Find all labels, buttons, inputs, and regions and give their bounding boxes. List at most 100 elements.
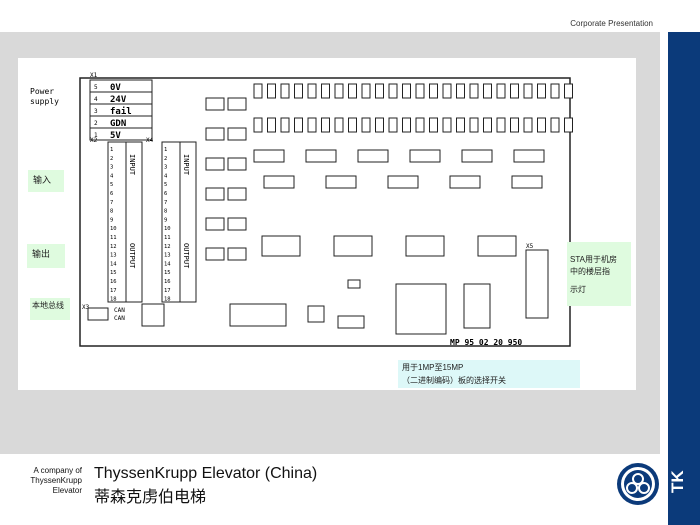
sta-annotation: STA用于机房 中的楼层指 示灯 (567, 242, 631, 306)
transistor-block (227, 97, 247, 111)
small-relay (523, 117, 533, 133)
power-pin-label: fail (110, 106, 132, 117)
small-relay (510, 117, 519, 133)
brand-sidebar (668, 32, 700, 525)
x5-connector (525, 249, 549, 319)
x2-pin-number: 1 (110, 147, 113, 153)
oscillator (307, 305, 325, 323)
ic-chip (461, 149, 493, 163)
small-relay (456, 83, 465, 99)
can-label-2: CAN (114, 315, 125, 322)
small-relay (469, 83, 479, 99)
small-relay (537, 117, 546, 133)
power-pin-number: 4 (94, 96, 98, 103)
small-relay (429, 117, 438, 133)
mp-annotation-line-2: （二进制编码）板的选择开关 (402, 376, 506, 385)
x4-pin-number: 17 (164, 288, 171, 294)
small-relay (388, 83, 398, 99)
small-relay (334, 117, 344, 133)
ic-chip (325, 175, 357, 189)
transistor-block (227, 187, 247, 201)
thyssenkrupp-logo-icon (617, 463, 659, 505)
x4-pin-number: 3 (164, 165, 167, 171)
small-relay (307, 83, 317, 99)
small-relay (402, 83, 411, 99)
small-relay (253, 117, 263, 133)
x2-pin-number: 18 (110, 297, 117, 303)
small-relay (307, 117, 317, 133)
x4-pin-number: 13 (164, 253, 171, 259)
power-supply-label-1: Power (30, 87, 54, 96)
mp-switch-annotation: 用于1MP至15MP （二进制编码）板的选择开关 (398, 360, 580, 388)
corporate-presentation-label: Corporate Presentation (570, 19, 653, 28)
power-pin-label: 5V (110, 131, 121, 141)
x4-pin-number: 4 (164, 173, 168, 179)
input-text-left: INPUT (128, 154, 136, 176)
small-relay (429, 83, 438, 99)
x1-label: X1 (90, 72, 98, 79)
ic-chip (511, 175, 543, 189)
x2-pin-number: 14 (110, 261, 117, 267)
transistor-block (205, 157, 225, 171)
ic-chip (513, 149, 545, 163)
small-relay (483, 117, 492, 133)
small-relay (496, 83, 506, 99)
small-relay (280, 117, 290, 133)
ic-chip (449, 175, 481, 189)
x4-pin-number: 16 (164, 279, 171, 285)
board-components (141, 83, 573, 335)
ic-chip-large (333, 235, 373, 257)
x2-pin-number: 8 (110, 209, 113, 215)
power-pin-number: 3 (94, 108, 98, 115)
crystal (141, 303, 165, 327)
x4-pin-number: 7 (164, 200, 167, 206)
ic-chip (253, 149, 285, 163)
x4-label: X4 (146, 137, 154, 144)
can-label-1: CAN (114, 307, 125, 314)
board-outline (79, 77, 571, 347)
input-output-strip-left (125, 141, 143, 303)
small-relay (564, 117, 573, 133)
input-output-strip-right (179, 141, 197, 303)
x4-pin-number: 1 (164, 147, 167, 153)
ic-chip (387, 175, 419, 189)
x2-pin-number: 7 (110, 200, 113, 206)
transistor-block (205, 217, 225, 231)
power-supply-label-2: supply (30, 97, 59, 106)
small-relay (523, 83, 533, 99)
ic-chip (263, 175, 295, 189)
small-relay (334, 83, 344, 99)
small-relay (537, 83, 546, 99)
small-relay (469, 117, 479, 133)
small-relay (267, 83, 276, 99)
small-relay (402, 117, 411, 133)
brand-tk-text: TK (668, 470, 687, 494)
power-pin-box (89, 127, 153, 141)
small-relay (415, 117, 425, 133)
footer-company-line-1: A company of (33, 466, 82, 475)
x3-label: X3 (82, 304, 90, 311)
x2-pin-number: 15 (110, 270, 117, 276)
small-relay (456, 117, 465, 133)
small-relay (388, 117, 398, 133)
microcontroller (395, 283, 447, 335)
power-pin-number: 2 (94, 120, 98, 127)
small-relay (280, 83, 290, 99)
input-annotation: 输入 (28, 170, 64, 192)
transistor-block (227, 247, 247, 261)
output-text-left: OUTPUT (128, 243, 136, 269)
x4-pin-number: 6 (164, 191, 167, 197)
sta-annotation-line-1: STA用于机房 (570, 255, 617, 264)
can-connector (87, 307, 109, 321)
small-relay (294, 83, 303, 99)
small-relay (348, 83, 357, 99)
x2-pin-number: 13 (110, 253, 117, 259)
x4-pin-number: 5 (164, 182, 167, 188)
x4-pin-number: 15 (164, 270, 171, 276)
local-bus-annotation: 本地总线 (30, 298, 70, 320)
ic-chip-large (261, 235, 301, 257)
small-relay (442, 117, 452, 133)
